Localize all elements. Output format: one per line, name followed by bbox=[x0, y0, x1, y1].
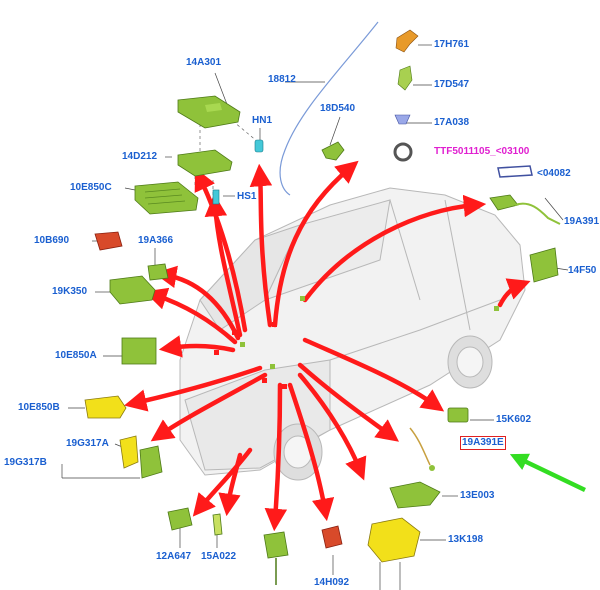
arrow-to-HS1-cable bbox=[249, 163, 273, 328]
label-13E003: 13E003 bbox=[460, 490, 495, 501]
label-12A647: 12A647 bbox=[156, 551, 192, 562]
arrow-to-bottom-sensor bbox=[264, 382, 288, 532]
component-17A038[interactable] bbox=[394, 114, 411, 125]
label-18812: 18812 bbox=[268, 74, 296, 85]
component-10E850C[interactable] bbox=[134, 181, 199, 215]
label-19G317B: 19G317B bbox=[4, 457, 47, 468]
label-14A301: 14A301 bbox=[186, 57, 222, 68]
component-19K350[interactable] bbox=[109, 275, 156, 305]
arrow-to-15K602 bbox=[302, 337, 445, 412]
component-10E850B[interactable] bbox=[84, 395, 127, 419]
label-15A022: 15A022 bbox=[201, 551, 237, 562]
location-markers bbox=[214, 322, 287, 389]
label-17H761: 17H761 bbox=[434, 39, 470, 50]
label-HN1: HN1 bbox=[252, 115, 273, 126]
label-17D547: 17D547 bbox=[434, 79, 470, 90]
label-19A366: 19A366 bbox=[138, 235, 174, 246]
component-14D212[interactable] bbox=[177, 149, 233, 177]
arrow-to-19A366 bbox=[153, 265, 241, 341]
location-arrows bbox=[124, 160, 531, 532]
component-15A022[interactable] bbox=[212, 513, 223, 536]
arrow-to-14D212 bbox=[194, 167, 248, 333]
location-markers-green bbox=[240, 296, 499, 369]
component-bottom-sensor[interactable] bbox=[263, 531, 289, 585]
label-19A391E-highlighted: 19A391E bbox=[460, 436, 506, 450]
component-19A391E[interactable] bbox=[409, 427, 435, 471]
label-10E850B: 10E850B bbox=[18, 402, 60, 413]
arrow-to-13E003 bbox=[297, 372, 367, 481]
component-10B690[interactable] bbox=[94, 231, 123, 251]
component-13K198[interactable] bbox=[367, 517, 421, 563]
arrow-to-19A391 bbox=[302, 194, 487, 303]
label-10B690: 10B690 bbox=[34, 235, 70, 246]
component-18D540[interactable] bbox=[321, 141, 345, 161]
label-19K350: 19K350 bbox=[52, 286, 88, 297]
label-10E850A: 10E850A bbox=[55, 350, 97, 361]
label-14H092: 14H092 bbox=[314, 577, 350, 588]
component-TTF5011105[interactable] bbox=[393, 142, 413, 162]
component-HS1[interactable] bbox=[212, 189, 220, 205]
component-19G317A[interactable] bbox=[119, 435, 139, 469]
label-15K602: 15K602 bbox=[496, 414, 532, 425]
arrow-to-19K350 bbox=[144, 287, 238, 345]
label-10E850C: 10E850C bbox=[70, 182, 112, 193]
component-17D547[interactable] bbox=[397, 65, 413, 91]
antenna-cable-18812 bbox=[279, 21, 379, 196]
component-19G317B[interactable] bbox=[139, 445, 163, 479]
highlight-pointer-arrow bbox=[509, 453, 586, 493]
arrow-to-10E850B bbox=[124, 365, 263, 412]
label-18D540: 18D540 bbox=[320, 103, 356, 114]
arrow-to-15A022 bbox=[218, 452, 243, 517]
arrow-to-10E850C bbox=[204, 193, 243, 338]
label-14F50: 14F50 bbox=[568, 265, 597, 276]
arrow-to-14F50 bbox=[497, 278, 531, 308]
label-HS1: HS1 bbox=[237, 191, 257, 202]
component-13E003[interactable] bbox=[389, 481, 441, 509]
label-19G317A: 19G317A bbox=[66, 438, 109, 449]
leader-lines bbox=[61, 44, 569, 590]
arrow-to-12A647 bbox=[192, 447, 253, 517]
component-17H761[interactable] bbox=[395, 29, 419, 53]
component-14A301[interactable] bbox=[177, 95, 241, 129]
component-14F50[interactable] bbox=[529, 247, 559, 283]
van-illustration bbox=[179, 187, 526, 481]
component-12A647[interactable] bbox=[167, 507, 193, 531]
label-19A391: 19A391 bbox=[564, 216, 600, 227]
arrow-to-18D540 bbox=[272, 160, 359, 328]
arrow-to-19G317 bbox=[150, 372, 268, 442]
component-04082[interactable] bbox=[497, 165, 533, 178]
label-14D212: 14D212 bbox=[122, 151, 158, 162]
label-13K198: 13K198 bbox=[448, 534, 484, 545]
arrow-to-10E850A bbox=[158, 335, 236, 358]
arrow-to-14H092 bbox=[287, 382, 335, 522]
label-04082: <04082 bbox=[537, 168, 571, 179]
component-10E850A[interactable] bbox=[121, 337, 157, 365]
arrow-to-13K198-lower bbox=[297, 362, 400, 442]
component-HN1[interactable] bbox=[254, 139, 264, 153]
component-14H092[interactable] bbox=[321, 525, 343, 549]
label-TTF5011105: TTF5011105_<03100 bbox=[434, 146, 530, 157]
label-17A038: 17A038 bbox=[434, 117, 470, 128]
component-15K602[interactable] bbox=[447, 407, 469, 423]
component-19A391[interactable] bbox=[489, 194, 561, 225]
component-19A366[interactable] bbox=[147, 263, 169, 281]
